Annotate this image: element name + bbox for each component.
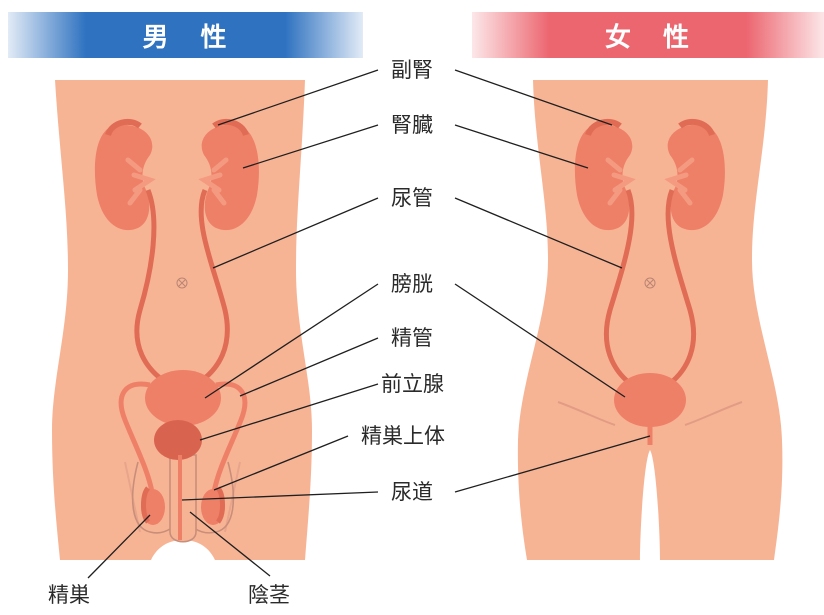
vas-deferens-left xyxy=(118,381,155,493)
epididymis-right xyxy=(215,486,225,524)
leader-adrenal-male xyxy=(217,69,379,126)
male-header-char-1: 男 xyxy=(142,22,171,53)
female-header: 女 性 xyxy=(472,12,824,58)
male-adrenal-left xyxy=(105,118,142,137)
label-bladder: 膀胱 xyxy=(391,272,433,296)
vas-deferens-right xyxy=(211,381,248,493)
epididymis-left xyxy=(141,486,151,524)
label-prostate: 前立腺 xyxy=(381,372,444,396)
male-ureter-left xyxy=(134,189,172,388)
female-bladder xyxy=(614,373,686,427)
leader-vas-deferens xyxy=(239,337,379,397)
leader-lines xyxy=(87,69,651,579)
female-kidney-left xyxy=(574,124,636,231)
male-bladder xyxy=(145,370,221,426)
leader-adrenal-female xyxy=(454,69,613,126)
label-testis: 精巣 xyxy=(48,583,90,607)
female-body xyxy=(517,80,783,560)
male-adrenal-right xyxy=(212,118,249,137)
male-kidney-right xyxy=(198,124,259,231)
leader-epididymis xyxy=(213,435,349,491)
label-urethra: 尿道 xyxy=(391,480,433,504)
female-hip-line-left xyxy=(557,401,616,426)
female-navel-icon xyxy=(644,277,656,289)
male-kidney-left xyxy=(94,124,156,231)
female-ureter-right xyxy=(665,189,696,387)
female-adrenal-right xyxy=(678,118,715,137)
prostate xyxy=(154,420,202,460)
label-ureter: 尿管 xyxy=(391,186,433,210)
female-hip-line-right xyxy=(684,401,743,426)
penis xyxy=(169,454,197,543)
male-groin-line-right xyxy=(224,461,241,533)
female-adrenal-left xyxy=(585,118,622,137)
label-adrenal: 副腎 xyxy=(391,58,433,82)
female-ureter-left xyxy=(604,189,635,387)
leader-urethra-female xyxy=(454,435,651,493)
label-penis: 陰茎 xyxy=(248,583,290,607)
male-header: 男 性 xyxy=(8,12,363,58)
male-navel-icon xyxy=(176,277,188,289)
female-header-char-1: 女 xyxy=(604,22,633,53)
male-body xyxy=(52,80,312,560)
leader-ureter-female xyxy=(454,197,623,269)
leader-bladder-male xyxy=(204,283,379,399)
label-vas-deferens: 精管 xyxy=(391,326,433,350)
leader-prostate xyxy=(199,383,379,441)
leader-urethra-male xyxy=(181,491,379,501)
male-header-char-2: 性 xyxy=(200,22,229,53)
female-kidney-right xyxy=(664,124,725,231)
leader-kidney-female xyxy=(454,124,589,169)
label-epididymis: 精巣上体 xyxy=(361,424,445,448)
leader-ureter-male xyxy=(212,197,379,269)
female-torso xyxy=(517,80,783,560)
leader-kidney-male xyxy=(242,124,379,169)
label-kidney: 腎臓 xyxy=(391,113,433,137)
leader-testis xyxy=(87,514,151,579)
female-header-char-2: 性 xyxy=(663,22,692,53)
leader-penis xyxy=(189,511,271,577)
male-ureter-right xyxy=(193,189,230,388)
leader-bladder-female xyxy=(454,283,626,398)
